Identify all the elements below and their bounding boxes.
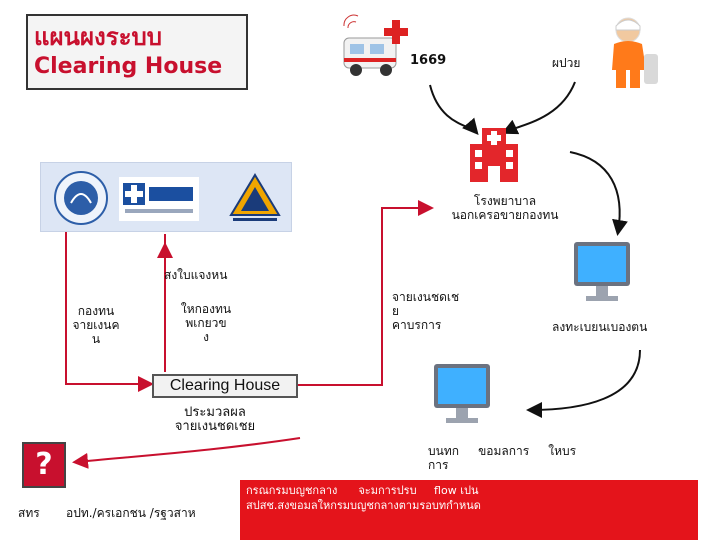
patient-label: ผปวย bbox=[552, 56, 581, 70]
edge-label-notify-fund: ใหกองทน พเกยวข ง bbox=[180, 302, 232, 344]
fund-logos-panel bbox=[40, 162, 292, 232]
edge-hospital-to-register bbox=[569, 151, 628, 236]
edge-ems-to-hospital bbox=[429, 84, 479, 136]
ambulance-icon bbox=[340, 14, 412, 84]
clearing-house-box: Clearing House bbox=[152, 374, 298, 398]
edge-label-send-notice: สงใบแจงหน bbox=[164, 268, 228, 282]
title-box: แผนผงระบบ Clearing House bbox=[26, 14, 248, 90]
title-line-2: Clearing House bbox=[34, 54, 223, 79]
edge-record-to-question bbox=[72, 437, 301, 469]
process-label: ประมวลผล จายเงนชดเชย bbox=[174, 405, 256, 434]
note-line-1: กรณกรมบญชกลาง จะมการปรบ flow เปน bbox=[246, 484, 479, 497]
hospital-label: โรงพยาบาล นอกเครอขายกองทน bbox=[451, 194, 559, 222]
computer-monitor-icon bbox=[566, 238, 638, 310]
computer-monitor-icon bbox=[426, 360, 498, 432]
injured-patient-icon bbox=[600, 14, 664, 92]
edge-patient-to-hospital bbox=[501, 81, 576, 135]
edge-label-pay-comp: จายเงนชดเช ย คาบรการ bbox=[392, 290, 460, 332]
edge-clearing-to-hospital bbox=[298, 200, 434, 386]
edge-label-fund-pay: กองทน จายเงนค น bbox=[72, 304, 120, 346]
note-box: กรณกรมบญชกลาง จะมการปรบ flow เปน สปสช.สง… bbox=[240, 480, 698, 540]
question-box: ? bbox=[22, 442, 66, 488]
thai-government-seal-logo bbox=[53, 169, 109, 227]
register-label: ลงทะเบยนเบองตน bbox=[552, 320, 648, 334]
edge-fund-to-clearing bbox=[65, 232, 154, 392]
title-line-1: แผนผงระบบ bbox=[34, 23, 162, 51]
social-security-logo bbox=[227, 171, 283, 227]
record-label: บนทก ขอมลการ ใหบร การ bbox=[428, 444, 577, 472]
note-line-2: สปสช.สงขอมลใหกรมบญชกลางตามรอบทกำหนด bbox=[246, 499, 481, 512]
nhso-logo bbox=[119, 177, 199, 221]
ems-number: 1669 bbox=[410, 53, 447, 68]
hospital-building-icon bbox=[464, 126, 524, 182]
bottom-label-1: สทร bbox=[18, 506, 40, 520]
bottom-label-2: อปท./ครเอกชน /รฐวสาห bbox=[66, 506, 196, 520]
edge-register-to-record bbox=[526, 349, 641, 418]
